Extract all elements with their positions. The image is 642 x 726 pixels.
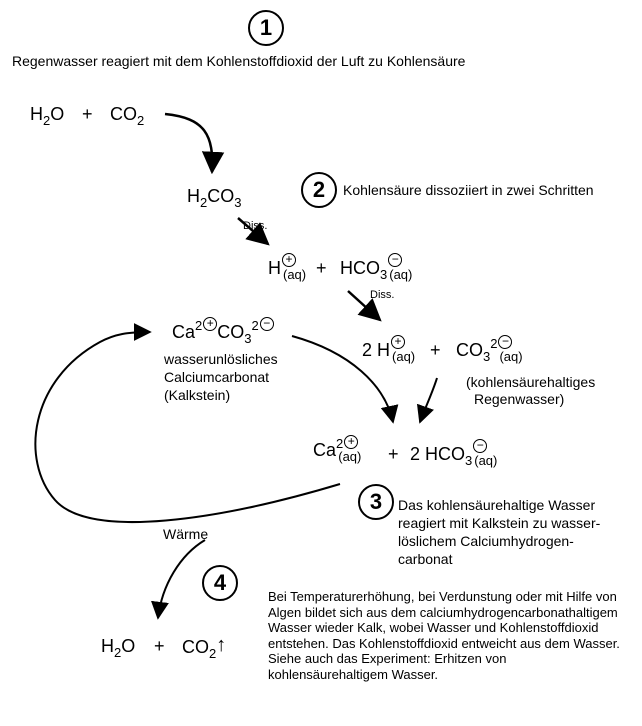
rainwater-label: (kohlensäurehaltiges Regenwasser) bbox=[466, 374, 596, 407]
arrow-heat-to-products bbox=[151, 539, 206, 620]
plus-sign: + bbox=[316, 258, 327, 278]
carbonic-acid-formula: H2CO3 bbox=[187, 186, 242, 210]
hydrogencarbonate-formula: HCO3−(aq) bbox=[340, 252, 413, 282]
calcium-ion-formula: Ca2+(aq) bbox=[313, 434, 362, 464]
step-2-text: Kohlensäure dissoziiert in zwei Schritte… bbox=[343, 182, 594, 198]
step-3-badge: 3 bbox=[358, 484, 394, 520]
plus-sign: + bbox=[154, 636, 165, 656]
arrow-rainwater-to-ions bbox=[416, 377, 438, 424]
co2-formula-bottom: CO2↑ bbox=[182, 634, 227, 661]
hydrogen-ion-formula: H+(aq) bbox=[268, 252, 307, 282]
water-formula-bottom: H2O bbox=[101, 636, 136, 660]
plus-sign: + bbox=[82, 104, 93, 124]
arrow-cycle-to-limestone bbox=[34, 323, 341, 524]
two-hydrogencarbonate-formula: 2 HCO3−(aq) bbox=[410, 438, 498, 468]
limestone-label: wasserunlösliches Calciumcarbonat (Kalks… bbox=[164, 351, 278, 403]
step-2-badge: 2 bbox=[301, 172, 337, 208]
arrow-limestone-to-ions bbox=[291, 335, 399, 424]
plus-sign: + bbox=[388, 444, 399, 464]
arrow-dissociation-1 bbox=[237, 217, 270, 246]
step-4-badge: 4 bbox=[202, 565, 238, 601]
step-4-text: Bei Temperaturerhöhung, bei Verdunstung … bbox=[268, 589, 620, 682]
arrow-to-carbonic-acid bbox=[164, 112, 225, 175]
co2-formula-top: CO2 bbox=[110, 104, 145, 128]
calcium-carbonate-formula: Ca2+CO32− bbox=[172, 317, 274, 346]
two-hydrogen-ion-formula: 2 H+(aq) bbox=[362, 334, 416, 364]
gas-escape-arrow-icon: ↑ bbox=[216, 634, 227, 656]
diss-label-2: Diss. bbox=[370, 289, 395, 301]
water-formula-top: H2O bbox=[30, 104, 65, 128]
carbonate-ion-formula: CO32−(aq) bbox=[456, 334, 523, 364]
step-3-text: Das kohlensäurehaltige Wasser reagiert m… bbox=[398, 497, 601, 567]
diss-label-1: Diss. bbox=[243, 220, 268, 232]
intro-text: Regenwasser reagiert mit dem Kohlenstoff… bbox=[12, 53, 466, 69]
step-1-badge: 1 bbox=[248, 10, 284, 46]
plus-sign: + bbox=[430, 340, 441, 360]
arrow-dissociation-2 bbox=[347, 290, 382, 322]
heat-label: Wärme bbox=[163, 526, 209, 542]
